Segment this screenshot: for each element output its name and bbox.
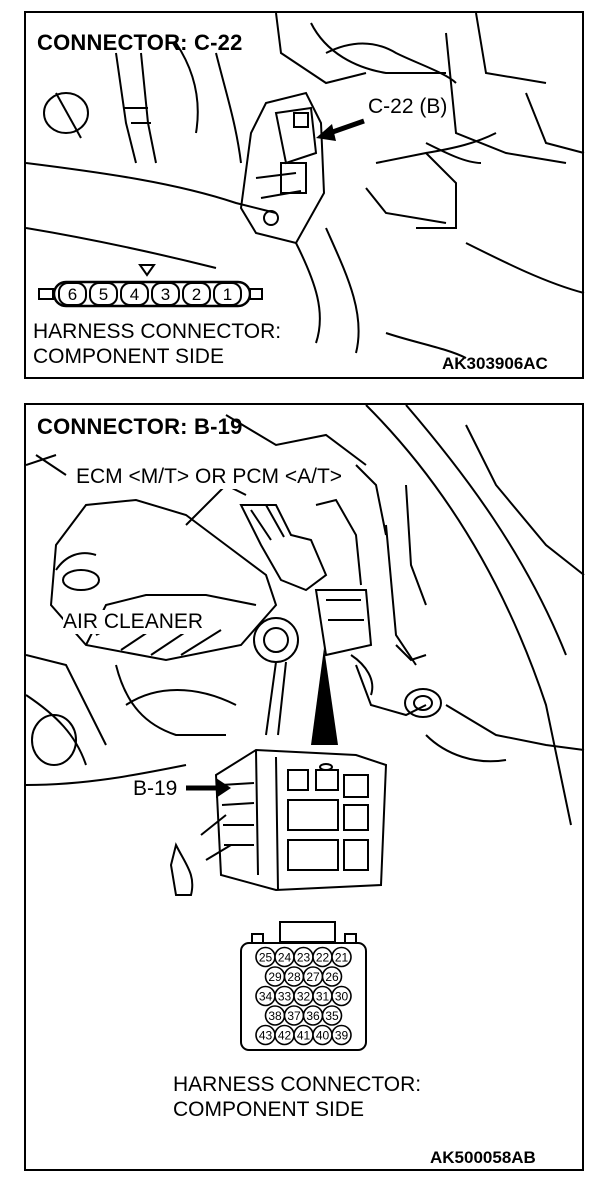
b19-pin-number: 39 [335, 1029, 349, 1043]
b19-pin-cell [321, 1005, 343, 1026]
c22-pin-cell [151, 282, 180, 306]
b19-pin-number: 21 [335, 951, 349, 965]
b19-pin-number: 29 [268, 970, 282, 984]
b19-pin-number: 23 [297, 951, 311, 965]
c22-engine-illustration: 6 5 4 3 2 1 [26, 13, 585, 359]
b19-pin-number: 24 [278, 951, 292, 965]
c22-panel-title: CONNECTOR: C-22 [37, 30, 243, 55]
b19-pin-number: 34 [259, 990, 273, 1004]
b19-figure-code: AK500058AB [430, 1148, 536, 1167]
c22-pin-cell [58, 282, 87, 306]
b19-pin-number: 41 [297, 1029, 311, 1043]
b19-pin-number: 27 [306, 970, 320, 984]
b19-panel-title: CONNECTOR: B-19 [37, 414, 243, 439]
b19-pin-number: 42 [278, 1029, 292, 1043]
b19-pin-number: 36 [306, 1009, 320, 1023]
b19-caption-line1: HARNESS CONNECTOR: [173, 1073, 422, 1096]
b19-pin-number: 38 [268, 1009, 282, 1023]
b19-pin-number: 33 [278, 990, 292, 1004]
c22-caption-line2: COMPONENT SIDE [33, 345, 224, 368]
b19-pin-number: 40 [316, 1029, 330, 1043]
b19-pin-number: 31 [316, 990, 330, 1004]
b19-callout-label: B-19 [133, 777, 178, 801]
c22-figure-code: AK303906AC [442, 354, 548, 373]
b19-pin-number: 37 [287, 1009, 301, 1023]
connector-b19-panel: 25 24 23 22 21 29 28 27 26 34 33 32 31 30 38 37 36 35 43 42… [24, 403, 585, 1171]
b19-pin-number: 22 [316, 951, 330, 965]
b19-pin-number: 32 [297, 990, 311, 1004]
b19-pin-number: 43 [259, 1029, 273, 1043]
c22-pin-number: 2 [192, 285, 201, 304]
c22-pin-number: 3 [161, 285, 170, 304]
b19-pin-number: 25 [259, 951, 273, 965]
c22-pin-number: 5 [99, 285, 108, 304]
b19-pin-cell [331, 946, 352, 968]
b19-pin-cell [331, 985, 352, 1007]
c22-caption-line1: HARNESS CONNECTOR: [33, 320, 282, 343]
c22-callout-label: C-22 (B) [368, 95, 448, 118]
c22-pin-number: 1 [223, 285, 232, 304]
c22-pin-number: 6 [68, 285, 77, 304]
c22-pin-number: 4 [130, 285, 139, 304]
b19-engine-illustration: 25 24 23 22 21 29 28 27 26 34 33 32 31 30 38 37 36 35 43 42… [26, 405, 585, 1051]
b19-pin-number: 28 [287, 970, 301, 984]
b19-pin-number: 26 [325, 970, 339, 984]
c22-pin-cell [120, 282, 149, 306]
ecm-pcm-label: ECM <M/T> OR PCM <A/T> [76, 465, 343, 489]
connector-c22-panel: 6 5 4 3 2 1 CONNECTOR: C-22 C-22 (B) HARNESS … [24, 11, 585, 379]
b19-pin-cell [331, 1024, 352, 1046]
air-cleaner-label: AIR CLEANER [63, 610, 204, 634]
b19-caption-line2: COMPONENT SIDE [173, 1098, 364, 1121]
c22-pin-cell [89, 282, 118, 306]
b19-pin-cell [321, 966, 343, 987]
c22-pin-cell [213, 282, 242, 306]
b19-pin-number: 30 [335, 990, 349, 1004]
c22-pin-cell [182, 282, 211, 306]
b19-pin-number: 35 [325, 1009, 339, 1023]
